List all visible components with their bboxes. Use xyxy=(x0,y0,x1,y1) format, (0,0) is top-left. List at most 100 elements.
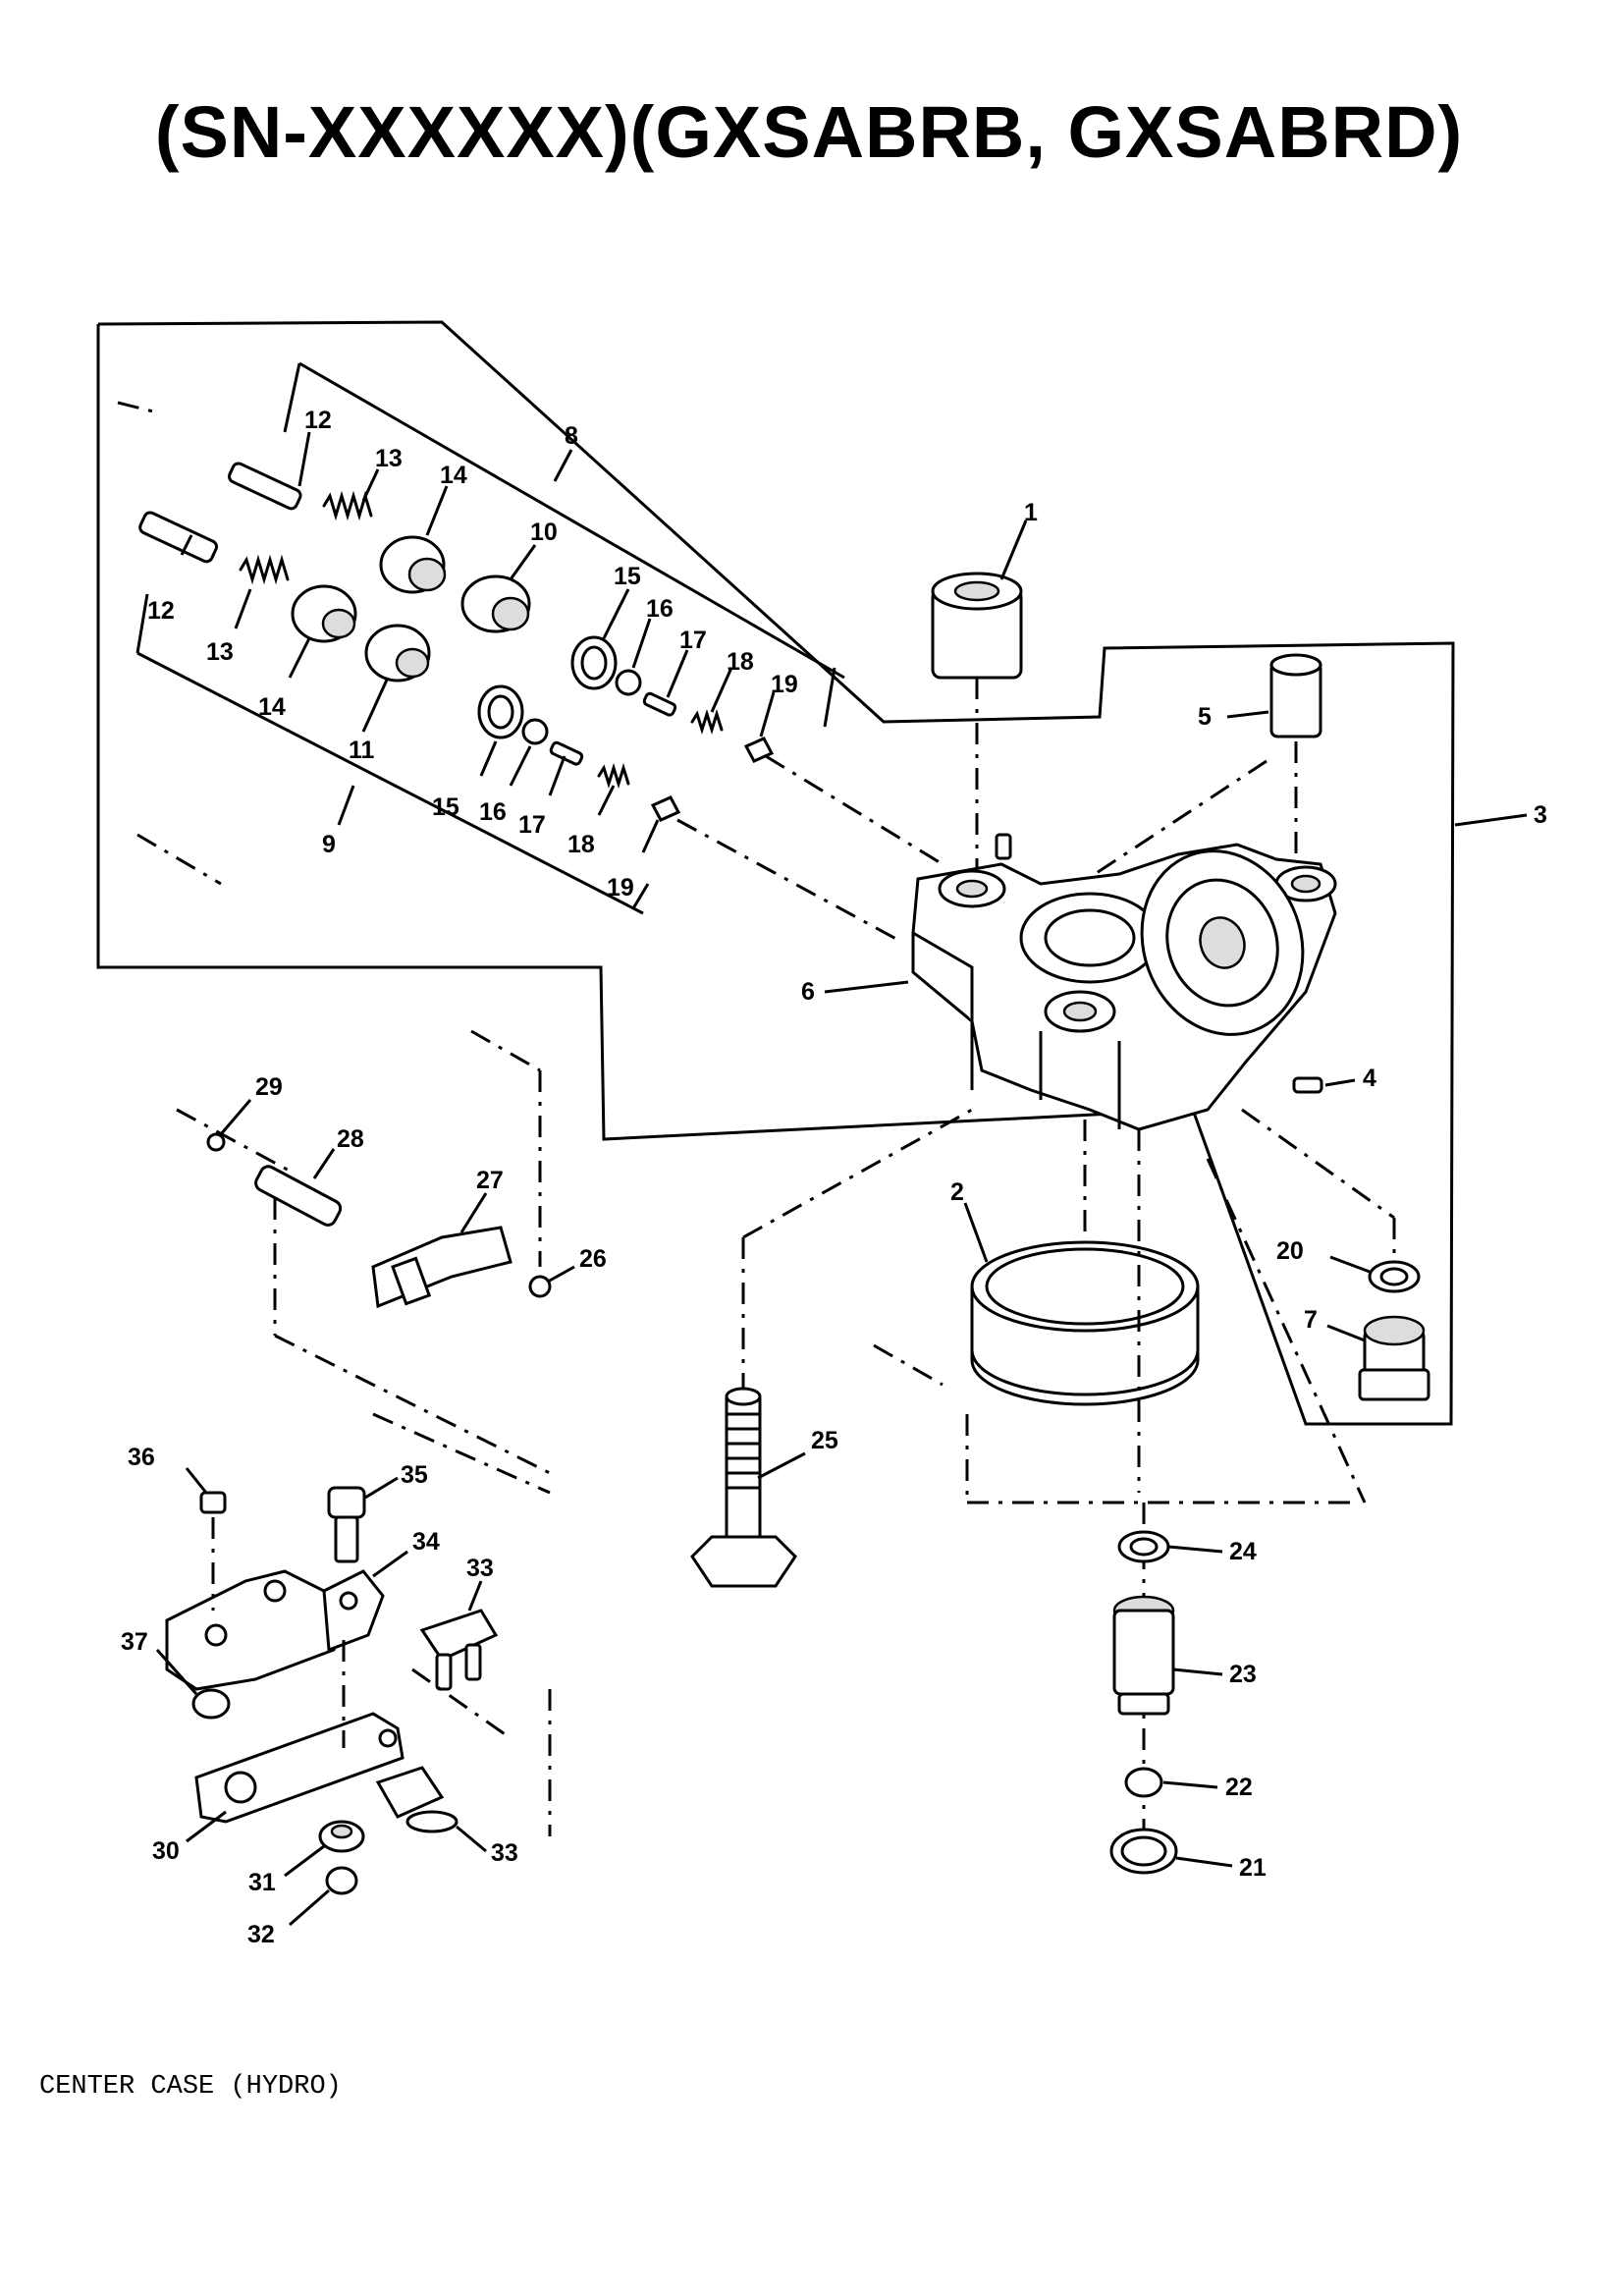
svg-text:25: 25 xyxy=(811,1427,838,1454)
terminal-33-upper xyxy=(419,1609,499,1691)
valve-body-10 xyxy=(460,574,531,633)
svg-text:4: 4 xyxy=(1363,1065,1376,1092)
callout-32: 32 xyxy=(247,1888,330,1948)
valve-body-11 xyxy=(364,624,431,683)
callout-35: 35 xyxy=(364,1461,428,1500)
seal-ring-15-lower xyxy=(477,684,524,739)
spring-18-upper xyxy=(690,708,724,736)
svg-text:18: 18 xyxy=(567,831,595,858)
callout-14b: 14 xyxy=(258,637,311,721)
bracket-angle-34 xyxy=(322,1569,385,1653)
svg-text:28: 28 xyxy=(337,1125,364,1153)
callout-16b: 16 xyxy=(479,745,532,826)
callout-15a: 15 xyxy=(602,563,641,639)
callout-1: 1 xyxy=(999,499,1038,580)
terminal-33-lower xyxy=(375,1766,458,1833)
svg-text:19: 19 xyxy=(771,671,798,698)
ball-16-lower xyxy=(521,718,549,745)
svg-text:26: 26 xyxy=(579,1245,607,1273)
svg-text:9: 9 xyxy=(322,831,336,858)
svg-text:15: 15 xyxy=(432,793,459,821)
svg-text:18: 18 xyxy=(727,648,754,676)
callout-5: 5 xyxy=(1198,703,1269,731)
svg-text:35: 35 xyxy=(401,1461,428,1489)
svg-text:37: 37 xyxy=(121,1628,148,1656)
svg-text:17: 17 xyxy=(679,627,707,654)
callout-17a: 17 xyxy=(666,627,707,698)
svg-text:30: 30 xyxy=(152,1837,180,1865)
svg-text:32: 32 xyxy=(247,1921,275,1948)
pin-28 xyxy=(254,1165,343,1227)
clip-37 xyxy=(191,1688,231,1720)
svg-text:31: 31 xyxy=(248,1869,276,1896)
cartridge-pin-upper xyxy=(228,462,302,511)
callout-28: 28 xyxy=(312,1125,364,1179)
valve-group-outline xyxy=(298,361,845,680)
callout-13b: 13 xyxy=(206,588,252,666)
callout-13a: 13 xyxy=(361,445,403,502)
callout-8: 8 xyxy=(553,422,578,482)
bolt-36 xyxy=(199,1491,227,1611)
center-case-6 xyxy=(911,843,1337,1131)
callout-25: 25 xyxy=(757,1427,838,1480)
spring-13-lower xyxy=(239,554,290,585)
svg-text:19: 19 xyxy=(607,874,634,902)
svg-text:20: 20 xyxy=(1276,1237,1304,1265)
plug-4 xyxy=(1292,1076,1323,1094)
callout-19b: 19 xyxy=(607,819,660,902)
callout-18a: 18 xyxy=(710,648,754,713)
callout-30: 30 xyxy=(152,1810,227,1865)
svg-text:36: 36 xyxy=(128,1444,155,1471)
svg-text:10: 10 xyxy=(530,519,558,546)
callout-4: 4 xyxy=(1324,1065,1376,1092)
svg-text:3: 3 xyxy=(1534,801,1547,829)
callout-31: 31 xyxy=(248,1844,325,1896)
bracket-plate-upper xyxy=(165,1569,346,1691)
spring-upper xyxy=(322,490,373,521)
callout-2: 2 xyxy=(950,1178,989,1263)
svg-text:16: 16 xyxy=(479,798,507,826)
callout-26: 26 xyxy=(547,1245,607,1284)
callout-29: 29 xyxy=(219,1073,283,1135)
svg-text:15: 15 xyxy=(614,563,641,590)
svg-text:16: 16 xyxy=(646,595,674,623)
callout-16a: 16 xyxy=(631,595,674,669)
svg-text:2: 2 xyxy=(950,1178,964,1206)
svg-text:7: 7 xyxy=(1304,1306,1318,1334)
callout-11: 11 xyxy=(349,677,390,764)
seal-ring-2 xyxy=(970,1240,1200,1406)
svg-text:34: 34 xyxy=(412,1528,440,1556)
bolt-35 xyxy=(327,1486,366,1563)
callout-9: 9 xyxy=(322,785,355,858)
assembly-outline xyxy=(96,320,1455,1426)
callout-24: 24 xyxy=(1167,1538,1257,1565)
svg-text:13: 13 xyxy=(206,638,234,666)
svg-text:14: 14 xyxy=(258,693,286,721)
spacer-31 xyxy=(318,1820,365,1853)
bolt-25 xyxy=(690,1387,797,1588)
callout-19a: 19 xyxy=(759,671,798,738)
poppet-17-upper xyxy=(642,691,677,717)
callout-37: 37 xyxy=(121,1628,198,1695)
lever-27 xyxy=(371,1226,512,1309)
callout-27: 27 xyxy=(459,1167,504,1233)
svg-text:17: 17 xyxy=(518,811,546,839)
plate-30 xyxy=(194,1712,404,1824)
svg-text:24: 24 xyxy=(1229,1538,1257,1565)
svg-text:6: 6 xyxy=(801,978,815,1006)
svg-text:27: 27 xyxy=(476,1167,504,1194)
nut-32 xyxy=(325,1866,358,1895)
svg-text:11: 11 xyxy=(349,737,375,764)
sleeve-1 xyxy=(931,572,1023,680)
plug-8-small xyxy=(995,833,1012,860)
retainer-19-lower xyxy=(650,795,681,822)
svg-text:14: 14 xyxy=(440,462,467,489)
washer-20 xyxy=(1368,1260,1421,1293)
svg-text:33: 33 xyxy=(491,1839,518,1867)
washer-24 xyxy=(1117,1530,1170,1563)
callout-33b: 33 xyxy=(456,1825,518,1867)
svg-text:5: 5 xyxy=(1198,703,1212,731)
callout-3: 3 xyxy=(1454,801,1547,829)
svg-text:13: 13 xyxy=(375,445,403,472)
poppet-17-lower xyxy=(549,740,584,766)
